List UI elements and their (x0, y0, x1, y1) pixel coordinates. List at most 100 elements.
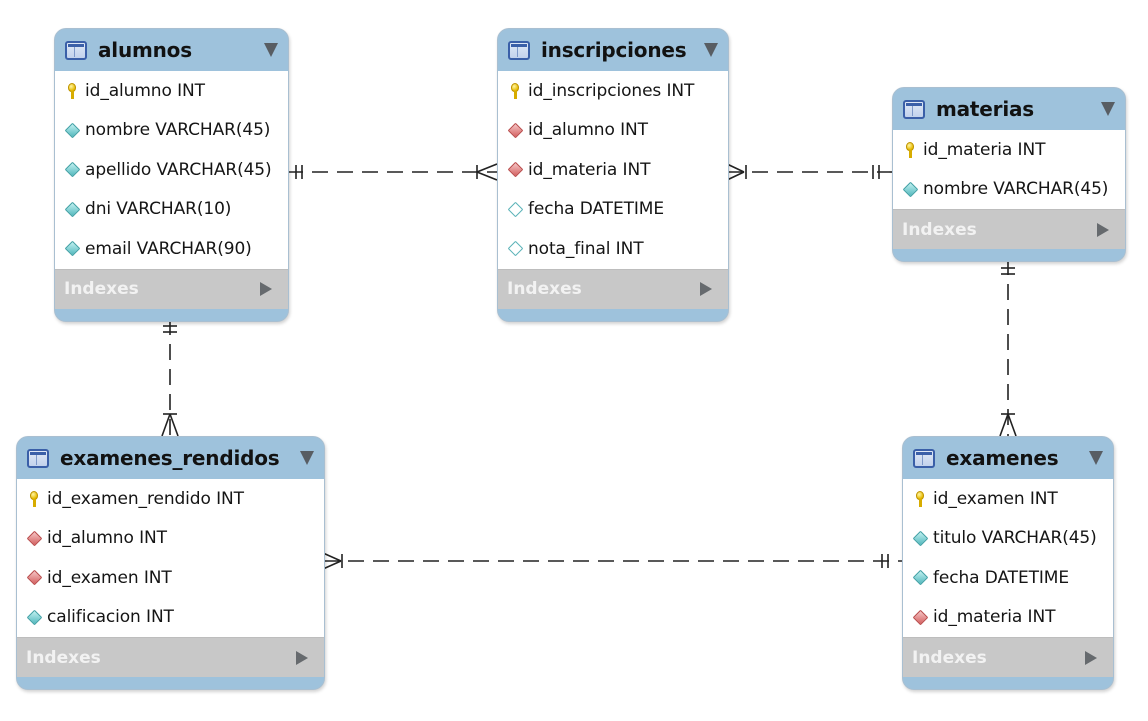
column-list: id_alumno INT nombre VARCHAR(45) apellid… (55, 71, 288, 269)
column-list: id_inscripciones INT id_alumno INT id_ma… (498, 71, 728, 269)
collapse-arrow-icon[interactable] (704, 43, 718, 57)
column-label: id_alumno INT (85, 80, 205, 101)
table-icon (27, 448, 49, 468)
collapse-arrow-icon[interactable] (1101, 102, 1115, 116)
primary-key-icon (902, 141, 918, 158)
relationship-examenes-examenes-rendidos[interactable] (322, 552, 902, 570)
column-label: id_examen_rendido INT (47, 488, 244, 509)
table-examenes-rendidos[interactable]: examenes_rendidos id_examen_rendido INT … (16, 436, 325, 690)
column-label: nombre VARCHAR(45) (85, 120, 271, 141)
relationship-materias-inscripciones[interactable] (726, 163, 892, 181)
table-title: materias (936, 97, 1034, 121)
indexes-label: Indexes (912, 647, 987, 668)
expand-arrow-icon[interactable] (296, 650, 308, 665)
indexes-section[interactable]: Indexes (893, 209, 1125, 249)
column-row[interactable]: id_examen INT (17, 558, 324, 598)
column-row[interactable]: id_alumno INT (55, 71, 288, 111)
table-header[interactable]: materias (893, 88, 1125, 130)
column-label: id_examen INT (47, 567, 172, 588)
column-row[interactable]: fecha DATETIME (903, 558, 1113, 598)
column-label: id_inscripciones INT (528, 80, 695, 101)
table-inscripciones[interactable]: inscripciones id_inscripciones INT id_al… (497, 28, 729, 322)
expand-arrow-icon[interactable] (700, 282, 712, 296)
column-row[interactable]: id_inscripciones INT (498, 71, 728, 111)
column-label: titulo VARCHAR(45) (933, 528, 1097, 549)
expand-arrow-icon[interactable] (1097, 222, 1109, 237)
column-row[interactable]: nombre VARCHAR(45) (55, 111, 288, 151)
table-title: examenes (946, 446, 1059, 470)
column-label: id_examen INT (933, 488, 1058, 509)
table-header[interactable]: alumnos (55, 29, 288, 71)
column-row[interactable]: id_materia INT (498, 150, 728, 190)
column-list: id_examen_rendido INT id_alumno INT id_e… (17, 479, 324, 637)
column-label: id_alumno INT (528, 120, 648, 141)
column-row[interactable]: nota_final INT (498, 229, 728, 269)
indexes-label: Indexes (26, 647, 101, 668)
expand-arrow-icon[interactable] (260, 282, 272, 296)
column-list: id_examen INT titulo VARCHAR(45) fecha D… (903, 479, 1113, 637)
primary-key-icon (912, 490, 928, 507)
column-row[interactable]: id_examen INT (903, 479, 1113, 519)
column-row[interactable]: email VARCHAR(90) (55, 229, 288, 269)
indexes-label: Indexes (902, 219, 977, 240)
collapse-arrow-icon[interactable] (1089, 451, 1103, 465)
indexes-label: Indexes (507, 279, 582, 299)
primary-key-icon (26, 490, 42, 507)
column-label: email VARCHAR(90) (85, 238, 252, 259)
column-row[interactable]: id_examen_rendido INT (17, 479, 324, 519)
table-icon (903, 99, 925, 119)
column-row[interactable]: titulo VARCHAR(45) (903, 519, 1113, 559)
column-diamond-icon (64, 201, 80, 218)
foreign-key-diamond-icon (26, 569, 42, 586)
primary-key-icon (507, 82, 523, 99)
table-icon (65, 40, 87, 60)
column-label: id_materia INT (923, 139, 1046, 160)
column-row[interactable]: id_alumno INT (498, 111, 728, 151)
table-title: examenes_rendidos (60, 446, 280, 470)
column-label: id_materia INT (528, 159, 651, 180)
relationship-materias-examenes[interactable] (999, 259, 1017, 437)
table-examenes[interactable]: examenes id_examen INT titulo VARCHAR(45… (902, 436, 1114, 690)
column-row[interactable]: nombre VARCHAR(45) (893, 170, 1125, 210)
table-footer (55, 308, 288, 321)
indexes-section[interactable]: Indexes (55, 268, 288, 309)
foreign-key-diamond-icon (26, 530, 42, 547)
table-alumnos[interactable]: alumnos id_alumno INT nombre VARCHAR(45)… (54, 28, 289, 322)
foreign-key-diamond-icon (507, 161, 523, 178)
column-row[interactable]: id_alumno INT (17, 519, 324, 559)
column-label: fecha DATETIME (933, 567, 1070, 588)
table-header[interactable]: examenes_rendidos (17, 437, 324, 479)
column-row[interactable]: id_materia INT (903, 598, 1113, 638)
foreign-key-diamond-icon (912, 609, 928, 626)
column-label: nota_final INT (528, 238, 644, 259)
table-icon (508, 40, 530, 60)
table-header[interactable]: examenes (903, 437, 1113, 479)
table-materias[interactable]: materias id_materia INT nombre VARCHAR(4… (892, 87, 1126, 262)
expand-arrow-icon[interactable] (1085, 650, 1097, 665)
collapse-arrow-icon[interactable] (264, 43, 278, 57)
indexes-label: Indexes (64, 279, 139, 299)
column-diamond-icon (64, 161, 80, 178)
column-diamond-icon (912, 569, 928, 586)
nullable-diamond-icon (507, 201, 523, 218)
column-row[interactable]: dni VARCHAR(10) (55, 190, 288, 230)
column-label: nombre VARCHAR(45) (923, 179, 1109, 200)
indexes-section[interactable]: Indexes (498, 268, 728, 309)
collapse-arrow-icon[interactable] (300, 451, 314, 465)
column-row[interactable]: id_materia INT (893, 130, 1125, 170)
column-diamond-icon (64, 122, 80, 139)
column-row[interactable]: calificacion INT (17, 598, 324, 638)
column-row[interactable]: apellido VARCHAR(45) (55, 150, 288, 190)
column-label: id_materia INT (933, 607, 1056, 628)
column-diamond-icon (26, 609, 42, 626)
table-header[interactable]: inscripciones (498, 29, 728, 71)
indexes-section[interactable]: Indexes (903, 637, 1113, 677)
foreign-key-diamond-icon (507, 122, 523, 139)
table-icon (913, 448, 935, 468)
primary-key-icon (64, 82, 80, 99)
column-label: id_alumno INT (47, 528, 167, 549)
column-row[interactable]: fecha DATETIME (498, 190, 728, 230)
indexes-section[interactable]: Indexes (17, 637, 324, 677)
relationship-alumnos-examenes-rendidos[interactable] (161, 319, 179, 437)
relationship-alumnos-inscripciones[interactable] (287, 163, 498, 181)
